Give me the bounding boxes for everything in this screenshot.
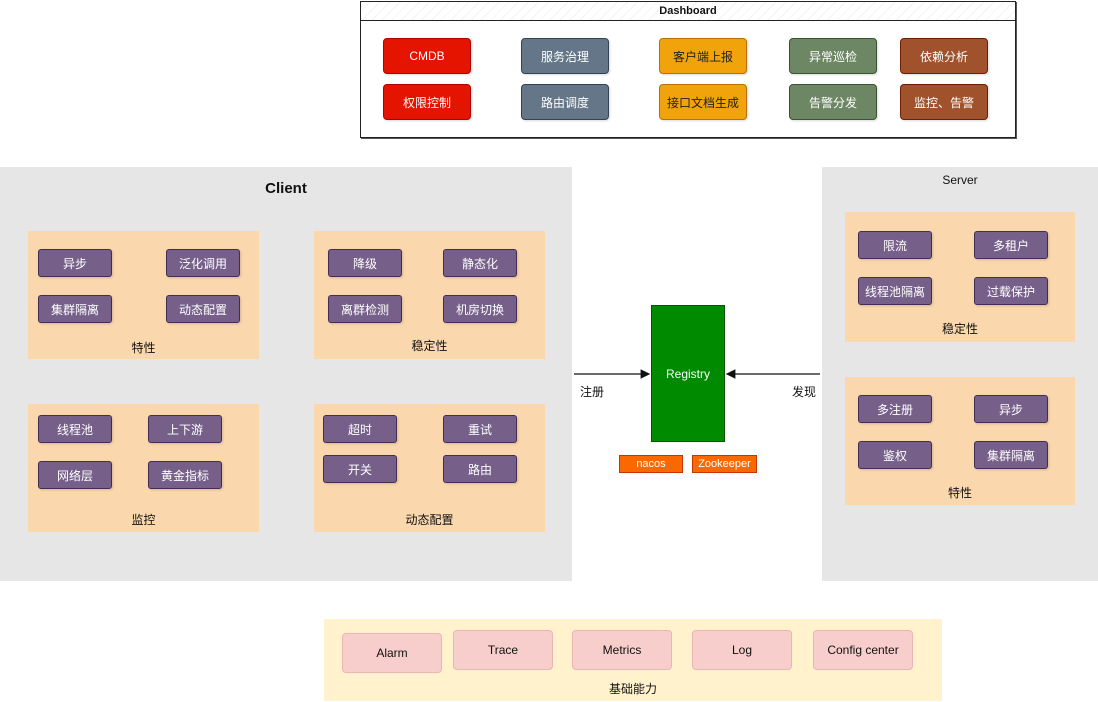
client-dynamic-retry[interactable]: 重试 bbox=[443, 415, 517, 443]
base-item-metrics[interactable]: Metrics bbox=[572, 630, 672, 670]
server-stability-overload-protection[interactable]: 过载保护 bbox=[974, 277, 1048, 305]
registry-impl-nacos[interactable]: nacos bbox=[619, 455, 683, 473]
client-feature-async[interactable]: 异步 bbox=[38, 249, 112, 277]
dashboard-panel: Dashboard CMDB 服务治理 客户端上报 异常巡检 依赖分析 权限控制… bbox=[360, 1, 1016, 138]
client-dynamic-label: 动态配置 bbox=[405, 513, 454, 527]
server-stability-multi-tenant[interactable]: 多租户 bbox=[974, 231, 1048, 259]
registry-impl-zookeeper[interactable]: Zookeeper bbox=[692, 455, 757, 473]
server-panel: Server 限流 多租户 线程池隔离 过载保护 稳定性 多注册 异步 鉴权 集… bbox=[822, 167, 1098, 581]
server-stability-group: 限流 多租户 线程池隔离 过载保护 稳定性 bbox=[845, 212, 1075, 342]
dashboard-item-permission-control[interactable]: 权限控制 bbox=[383, 84, 471, 120]
client-title: Client bbox=[265, 180, 307, 197]
base-capabilities-panel: Alarm Trace Metrics Log Config center 基础… bbox=[324, 619, 942, 701]
client-stability-dc-switch[interactable]: 机房切换 bbox=[443, 295, 517, 323]
client-dynamic-route[interactable]: 路由 bbox=[443, 455, 517, 483]
dashboard-item-dependency-analysis[interactable]: 依赖分析 bbox=[900, 38, 988, 74]
base-item-config-center[interactable]: Config center bbox=[813, 630, 913, 670]
client-monitor-network-layer[interactable]: 网络层 bbox=[38, 461, 112, 489]
dashboard-item-routing-dispatch[interactable]: 路由调度 bbox=[521, 84, 609, 120]
dashboard-item-alert-dispatch[interactable]: 告警分发 bbox=[789, 84, 877, 120]
server-feature-auth[interactable]: 鉴权 bbox=[858, 441, 932, 469]
dashboard-item-api-doc-generation[interactable]: 接口文档生成 bbox=[659, 84, 747, 120]
dashboard-item-service-governance[interactable]: 服务治理 bbox=[521, 38, 609, 74]
client-stability-outlier-detection[interactable]: 离群检测 bbox=[328, 295, 402, 323]
dashboard-item-client-report[interactable]: 客户端上报 bbox=[659, 38, 747, 74]
register-label: 注册 bbox=[580, 385, 605, 399]
client-monitor-group: 线程池 上下游 网络层 黄金指标 监控 bbox=[28, 404, 259, 532]
base-item-log[interactable]: Log bbox=[692, 630, 792, 670]
registry-arrows bbox=[574, 369, 820, 379]
client-monitor-golden-metrics[interactable]: 黄金指标 bbox=[148, 461, 222, 489]
dashboard-title: Dashboard bbox=[361, 2, 1015, 21]
client-feature-cluster-isolation[interactable]: 集群隔离 bbox=[38, 295, 112, 323]
server-feature-async[interactable]: 异步 bbox=[974, 395, 1048, 423]
server-stability-rate-limit[interactable]: 限流 bbox=[858, 231, 932, 259]
client-panel: Client 异步 泛化调用 集群隔离 动态配置 特性 降级 静态化 离群检测 … bbox=[0, 167, 572, 581]
base-item-trace[interactable]: Trace bbox=[453, 630, 553, 670]
client-stability-label: 稳定性 bbox=[411, 339, 448, 353]
client-feature-dynamic-config[interactable]: 动态配置 bbox=[166, 295, 240, 323]
client-dynamic-timeout[interactable]: 超时 bbox=[323, 415, 397, 443]
dashboard-item-cmdb[interactable]: CMDB bbox=[383, 38, 471, 74]
client-stability-group: 降级 静态化 离群检测 机房切换 稳定性 bbox=[314, 231, 545, 359]
dashboard-item-monitor-alert[interactable]: 监控、告警 bbox=[900, 84, 988, 120]
client-features-group: 异步 泛化调用 集群隔离 动态配置 特性 bbox=[28, 231, 259, 359]
client-dynamic-group: 超时 重试 开关 路由 动态配置 bbox=[314, 404, 545, 532]
client-dynamic-switch[interactable]: 开关 bbox=[323, 455, 397, 483]
client-features-label: 特性 bbox=[131, 341, 156, 355]
dashboard-item-exception-inspection[interactable]: 异常巡检 bbox=[789, 38, 877, 74]
base-item-alarm[interactable]: Alarm bbox=[342, 633, 442, 673]
base-capabilities-label: 基础能力 bbox=[608, 682, 657, 696]
server-feature-cluster-isolation[interactable]: 集群隔离 bbox=[974, 441, 1048, 469]
discover-label: 发现 bbox=[792, 385, 817, 399]
registry-box[interactable]: Registry bbox=[651, 305, 725, 442]
server-stability-threadpool-isolation[interactable]: 线程池隔离 bbox=[858, 277, 932, 305]
server-features-label: 特性 bbox=[947, 486, 972, 500]
client-monitor-label: 监控 bbox=[131, 513, 156, 527]
server-title: Server bbox=[942, 173, 978, 187]
client-monitor-threadpool[interactable]: 线程池 bbox=[38, 415, 112, 443]
server-stability-label: 稳定性 bbox=[941, 322, 978, 336]
client-stability-degrade[interactable]: 降级 bbox=[328, 249, 402, 277]
server-features-group: 多注册 异步 鉴权 集群隔离 特性 bbox=[845, 377, 1075, 505]
client-monitor-upstream-downstream[interactable]: 上下游 bbox=[148, 415, 222, 443]
server-feature-multi-registry[interactable]: 多注册 bbox=[858, 395, 932, 423]
client-stability-static[interactable]: 静态化 bbox=[443, 249, 517, 277]
client-feature-generic-invoke[interactable]: 泛化调用 bbox=[166, 249, 240, 277]
